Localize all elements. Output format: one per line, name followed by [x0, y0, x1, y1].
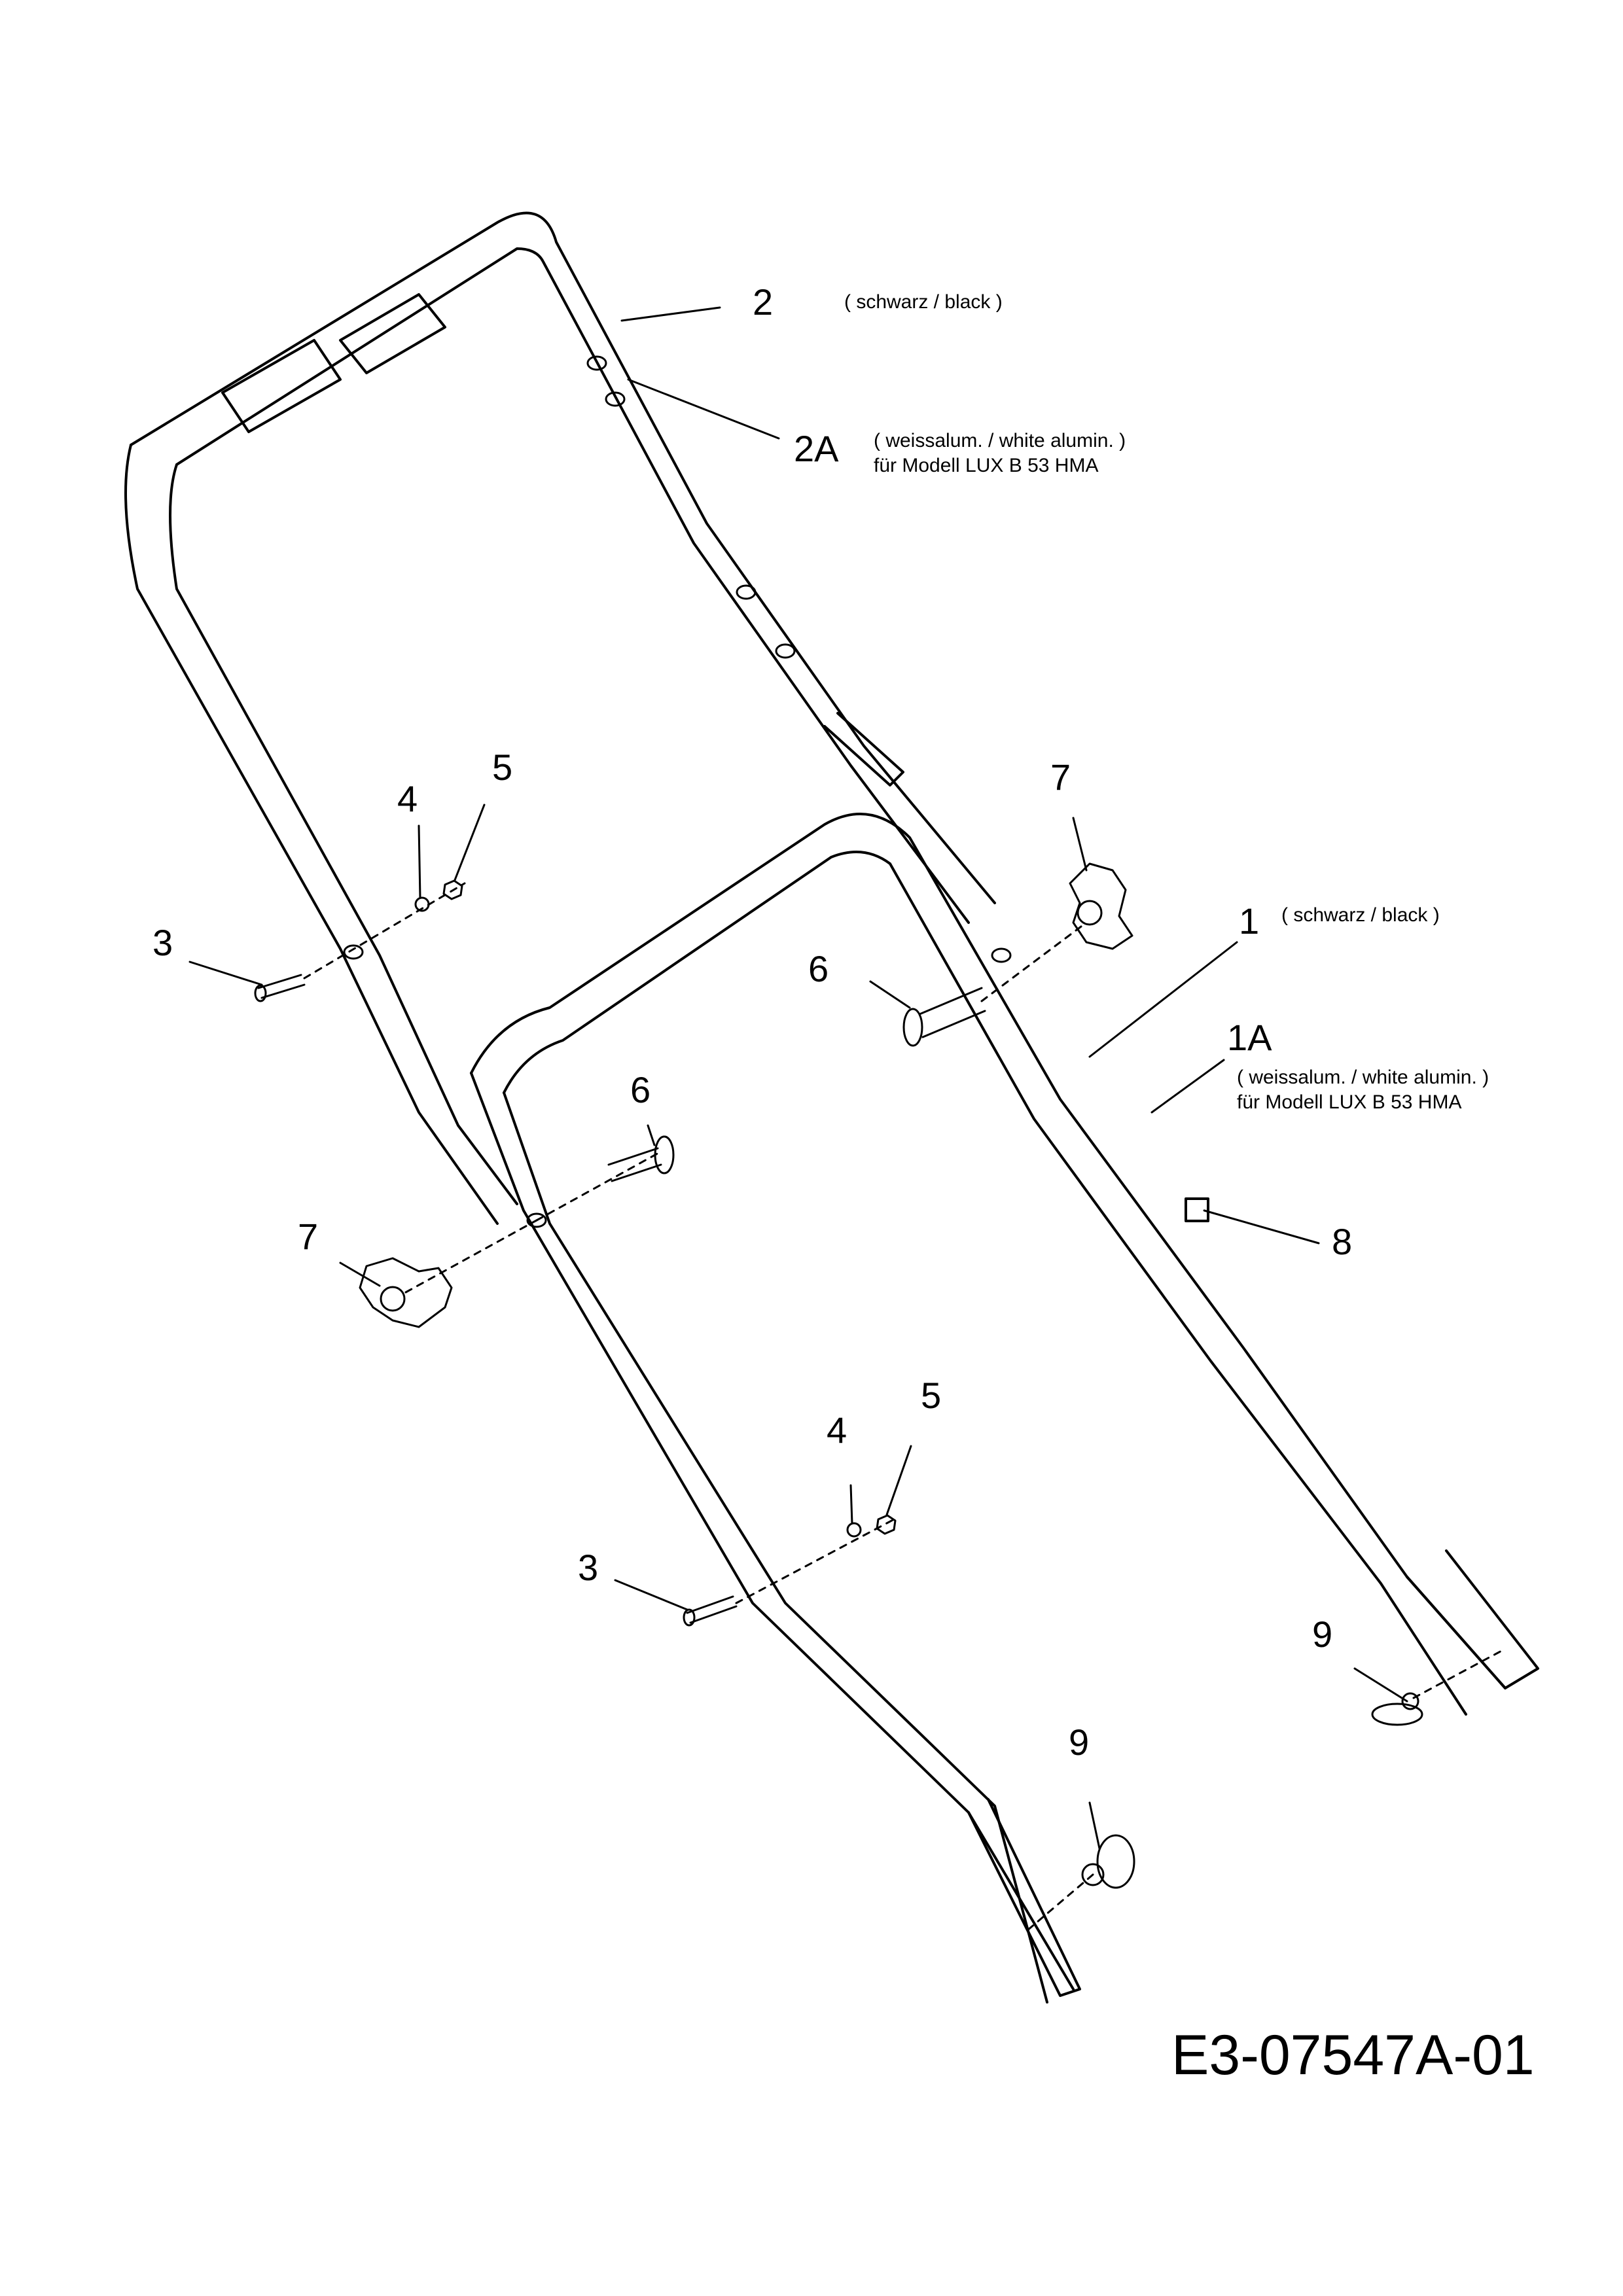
hole-icon: [343, 944, 364, 960]
note-part-2a-line1: ( weissalum. / white alumin. ): [874, 430, 1126, 451]
star-knob-icon: [359, 1257, 453, 1328]
note-part-1a: ( weissalum. / white alumin. ) für Model…: [1237, 1065, 1489, 1114]
callout-7: 7: [1050, 756, 1071, 798]
hole-icon: [736, 584, 757, 600]
callout-4: 4: [827, 1409, 847, 1451]
callout-9: 9: [1312, 1614, 1333, 1655]
hole-icon: [991, 947, 1012, 963]
washer-icon: [846, 1522, 862, 1538]
lynch-pin-icon: [1081, 1834, 1135, 1889]
note-part-1a-line2: für Modell LUX B 53 HMA: [1237, 1091, 1462, 1113]
drawing-code: E3-07547A-01: [1171, 2024, 1535, 2087]
callout-5: 5: [921, 1375, 942, 1416]
callout-2a: 2A: [794, 428, 839, 469]
leader-lines: [188, 306, 1408, 1850]
callout-1a: 1A: [1227, 1017, 1272, 1058]
hole-icon: [605, 391, 626, 407]
assembly-lines: [303, 882, 1507, 1932]
hole-icon: [775, 643, 796, 659]
carriage-bolt-icon: [683, 1595, 738, 1627]
note-part-1: ( schwarz / black ): [1281, 904, 1440, 926]
callout-2: 2: [753, 281, 774, 323]
hole-icon: [526, 1212, 547, 1228]
callout-3: 3: [152, 922, 173, 963]
callout-1: 1: [1239, 900, 1260, 942]
note-part-1a-line1: ( weissalum. / white alumin. ): [1237, 1067, 1489, 1088]
callout-5: 5: [492, 747, 513, 788]
carriage-bolt-icon: [254, 974, 306, 1002]
callout-6: 6: [808, 948, 829, 989]
hole-icon: [586, 355, 607, 371]
fasteners: [254, 355, 1423, 1889]
lower-handle: [470, 813, 1539, 2004]
star-knob-icon: [1069, 862, 1133, 950]
nut-icon: [876, 1514, 897, 1535]
callout-9: 9: [1069, 1722, 1090, 1763]
note-part-2: ( schwarz / black ): [844, 291, 1003, 313]
callout-6: 6: [630, 1069, 651, 1110]
note-part-2a: ( weissalum. / white alumin. ) für Model…: [874, 429, 1126, 478]
callout-8: 8: [1332, 1221, 1353, 1262]
screw-icon: [902, 987, 986, 1047]
callout-3: 3: [578, 1547, 599, 1588]
callout-4: 4: [397, 778, 418, 819]
note-part-2a-line2: für Modell LUX B 53 HMA: [874, 454, 1099, 476]
lynch-pin-icon: [1371, 1692, 1423, 1726]
upper-handle: [124, 211, 996, 1225]
callout-7: 7: [298, 1216, 319, 1257]
